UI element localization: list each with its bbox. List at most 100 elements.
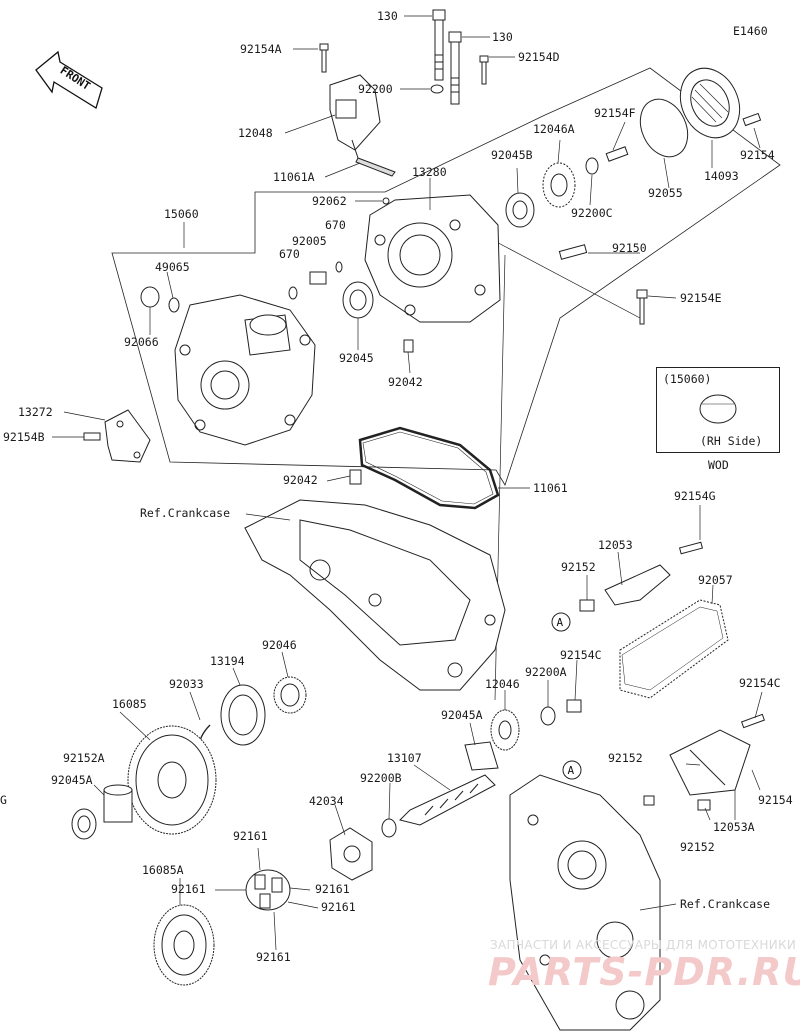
o-ring-670-a-icon bbox=[335, 261, 343, 273]
bushing-92152a-icon bbox=[103, 784, 133, 823]
callout-92045a-b: 92045A bbox=[51, 773, 93, 787]
callout-92154-tr: 92154 bbox=[740, 148, 775, 162]
callout-670-a: 670 bbox=[325, 218, 346, 232]
callout-92161-d: 92161 bbox=[321, 900, 356, 914]
crankcase-upper-icon bbox=[244, 499, 506, 691]
marker-a-lower: A bbox=[562, 760, 582, 780]
gear-16085a-icon bbox=[153, 904, 215, 986]
callout-92161-b: 92161 bbox=[171, 882, 206, 896]
callout-12048: 12048 bbox=[238, 126, 273, 140]
seal-49065-icon bbox=[168, 297, 180, 313]
callout-42034: 42034 bbox=[309, 794, 344, 808]
callout-92154c-b: 92154C bbox=[739, 676, 781, 690]
marker-a-upper: A bbox=[551, 612, 571, 632]
impeller-42034-icon bbox=[329, 827, 373, 881]
callout-11061a: 11061A bbox=[273, 170, 315, 184]
gasket-11061-icon bbox=[358, 426, 500, 510]
callout-15060: 15060 bbox=[164, 207, 199, 221]
washer-92200c-icon bbox=[585, 157, 599, 175]
callout-92152-b: 92152 bbox=[608, 751, 643, 765]
callout-92005: 92005 bbox=[292, 234, 327, 248]
washer-92200-icon bbox=[430, 84, 444, 94]
callout-11061: 11061 bbox=[533, 481, 568, 495]
diagram-code: E1460 bbox=[733, 24, 768, 38]
callout-92154c-a: 92154C bbox=[560, 648, 602, 662]
wod-inset-box bbox=[656, 367, 780, 453]
callout-92042-a: 92042 bbox=[388, 375, 423, 389]
callout-12046a: 12046A bbox=[533, 122, 575, 136]
callout-edge-g: G bbox=[0, 793, 7, 807]
chain-guide-12053-icon bbox=[604, 564, 671, 606]
callout-92042-b: 92042 bbox=[283, 473, 318, 487]
wod-tag-label: WOD bbox=[708, 458, 729, 472]
shaft-13107-icon bbox=[399, 774, 496, 826]
callout-670-b: 670 bbox=[279, 247, 300, 261]
housing-13280-icon bbox=[364, 194, 501, 323]
washer-92200b-icon bbox=[381, 818, 397, 838]
water-pump-15060-icon bbox=[174, 294, 316, 446]
bearing-13194-icon bbox=[220, 684, 266, 746]
bracket-13272-icon bbox=[104, 409, 151, 463]
bolt-92154b-icon bbox=[83, 432, 101, 441]
callout-ref-crankcase-lower: Ref.Crankcase bbox=[680, 897, 771, 911]
callout-92057: 92057 bbox=[698, 573, 733, 587]
callout-12053: 12053 bbox=[598, 538, 633, 552]
svg-text:A: A bbox=[568, 764, 575, 777]
callout-92161-e: 92161 bbox=[256, 950, 291, 964]
callout-92046: 92046 bbox=[262, 638, 297, 652]
needle-bearing-92046-icon bbox=[273, 676, 307, 714]
callout-92200a: 92200A bbox=[525, 665, 567, 679]
callout-92045b: 92045B bbox=[491, 148, 533, 162]
gear-12046-icon bbox=[490, 709, 520, 751]
callout-92066: 92066 bbox=[124, 335, 159, 349]
callout-16085a: 16085A bbox=[142, 863, 184, 877]
callout-16085: 16085 bbox=[112, 697, 147, 711]
plug-92066-icon bbox=[140, 286, 160, 308]
rotor-92161-icon bbox=[245, 869, 291, 911]
callout-92200c: 92200C bbox=[571, 206, 613, 220]
gasket-11061a-icon bbox=[355, 157, 396, 177]
callout-92062: 92062 bbox=[312, 194, 347, 208]
collar-92152-c-icon bbox=[697, 799, 711, 811]
bolt-92154c-b-icon bbox=[740, 713, 766, 729]
washer-92200a-icon bbox=[540, 706, 556, 726]
bolt-92154g-icon bbox=[678, 541, 704, 555]
callout-92150: 92150 bbox=[612, 241, 647, 255]
bearing-92045b-icon bbox=[505, 192, 535, 228]
bearing-92045a-a-icon bbox=[71, 808, 97, 840]
bolt-92154d-icon bbox=[479, 55, 489, 85]
leader-lines bbox=[52, 15, 763, 951]
callout-130-top: 130 bbox=[377, 9, 398, 23]
tensioner-12048-icon bbox=[329, 74, 381, 159]
callout-92200b: 92200B bbox=[360, 771, 402, 785]
watermark-brand: PARTS-PDR.RU bbox=[488, 950, 800, 994]
gear-12046a-icon bbox=[542, 162, 576, 208]
bolt-130-right-icon bbox=[448, 31, 462, 105]
o-ring-92055-icon bbox=[639, 98, 689, 158]
callout-92154f: 92154F bbox=[594, 106, 636, 120]
wod-gasket-icon bbox=[699, 394, 737, 424]
dowel-92042-b-icon bbox=[349, 469, 362, 485]
callout-92152-c: 92152 bbox=[680, 840, 715, 854]
callout-92154d: 92154D bbox=[518, 50, 560, 64]
callout-13194: 13194 bbox=[210, 654, 245, 668]
bearing-92045-icon bbox=[342, 281, 374, 319]
callout-92154g: 92154G bbox=[674, 489, 716, 503]
callout-92154b: 92154B bbox=[3, 430, 45, 444]
callout-130-right: 130 bbox=[492, 30, 513, 44]
cover-14093-icon bbox=[679, 67, 741, 139]
callout-92161-a: 92161 bbox=[233, 829, 268, 843]
bolt-92154c-a-icon bbox=[566, 699, 582, 713]
dowel-92062-icon bbox=[382, 197, 390, 205]
chain-92057-icon bbox=[619, 599, 729, 699]
callout-92154-r: 92154 bbox=[758, 793, 793, 807]
callout-13280: 13280 bbox=[412, 165, 447, 179]
callout-92200: 92200 bbox=[358, 82, 393, 96]
callout-92161-c: 92161 bbox=[315, 882, 350, 896]
bolt-92150-icon bbox=[558, 244, 588, 260]
callout-92055: 92055 bbox=[648, 186, 683, 200]
callout-92033: 92033 bbox=[169, 677, 204, 691]
wod-ref-label: (15060) bbox=[663, 372, 712, 386]
